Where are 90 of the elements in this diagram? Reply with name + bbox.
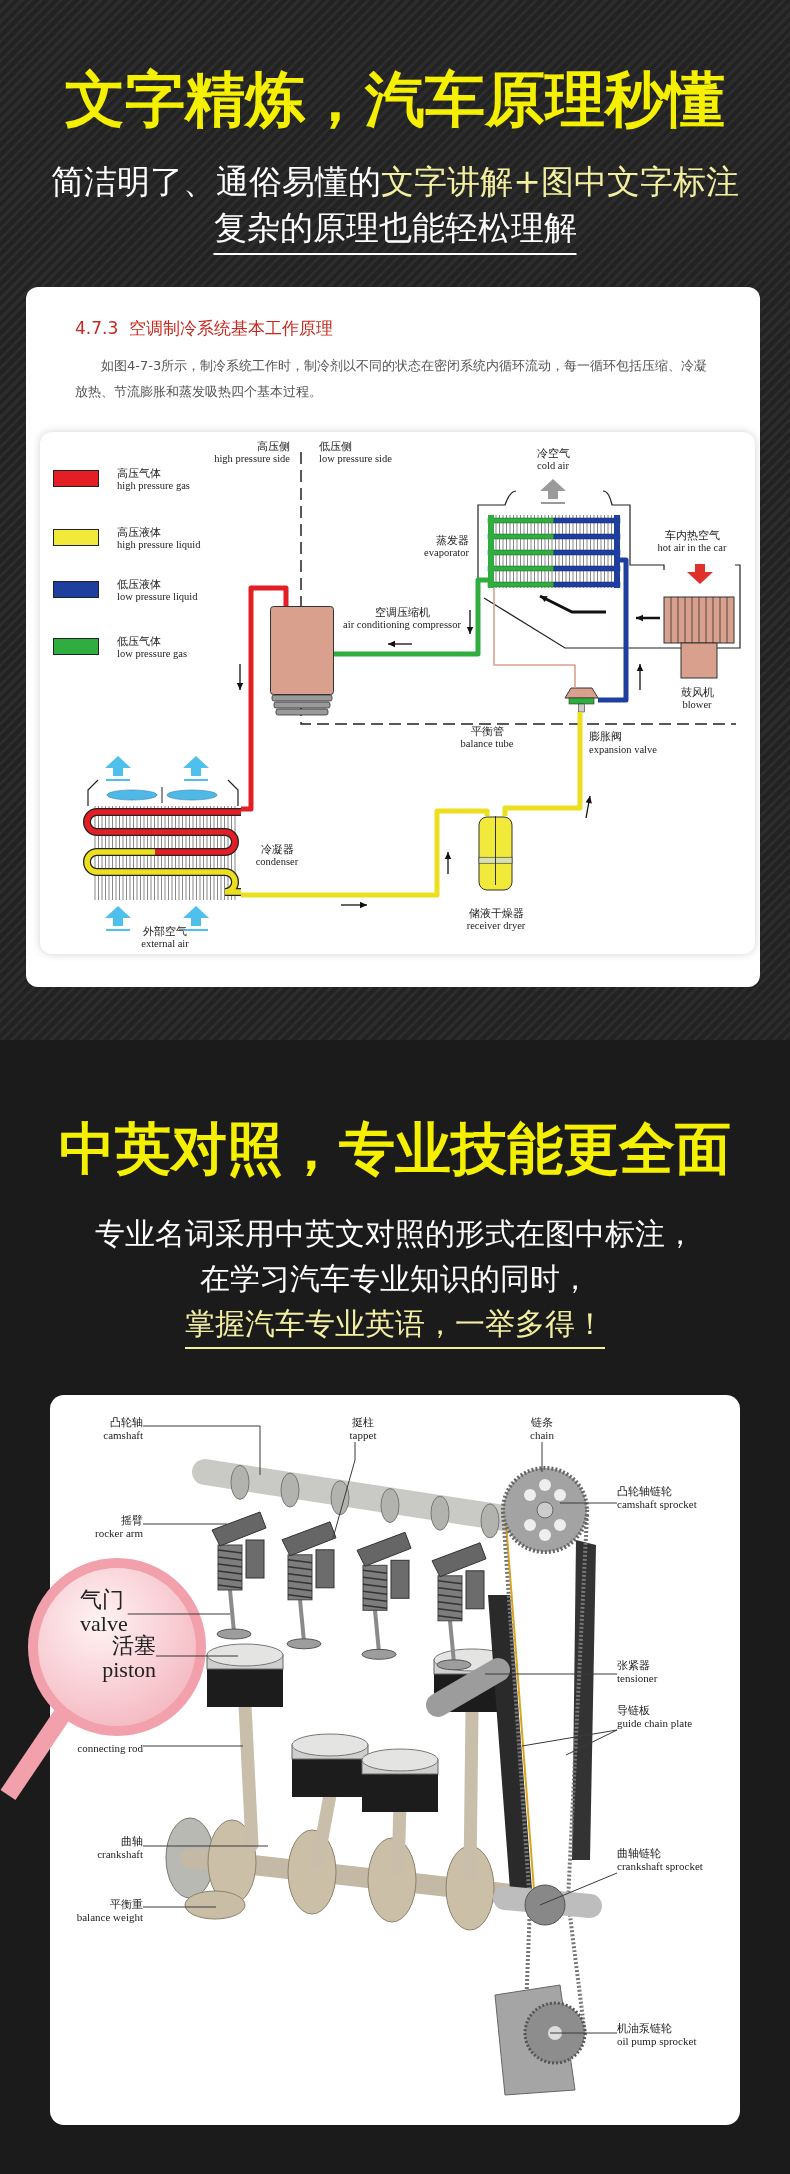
callout-text: rocker arm — [95, 1527, 143, 1540]
evaporator-coil — [488, 515, 620, 588]
leader-line — [559, 1502, 618, 1504]
callout-text: crankshaft sprocket — [617, 1860, 703, 1873]
part-label: air conditioning compressor — [343, 619, 461, 631]
leader-line — [127, 1613, 231, 1615]
subtitle-text: 复杂的原理也能轻松理解 — [213, 206, 577, 255]
callout-text: 活塞 — [111, 1634, 156, 1658]
leader-line — [332, 1441, 356, 1539]
callout-text: camshaft — [103, 1429, 143, 1442]
leader-line — [142, 1745, 244, 1747]
callout-text: 链条 — [530, 1416, 554, 1429]
callout-text: 平衡重 — [109, 1898, 143, 1911]
leader-line — [142, 1425, 261, 1476]
leader-line — [484, 1673, 618, 1675]
part-label: 储液干燥器 — [468, 908, 524, 920]
callout-text: 张紧器 — [617, 1659, 651, 1672]
part-label: expansion valve — [589, 744, 657, 756]
expansion-valve — [565, 688, 598, 712]
legend-text: 高压液体 high pressure liquid — [117, 527, 201, 551]
callout-text: piston — [102, 1658, 156, 1682]
callout-text: oil pump sprocket — [617, 2035, 697, 2048]
diagram-label: 冷空气 — [536, 448, 570, 460]
part-label: blower — [682, 699, 712, 711]
callout-text: chain — [530, 1429, 554, 1442]
refrigerant-pipe — [334, 577, 488, 657]
callout-text: 曲轴链轮 — [617, 1847, 662, 1860]
subtitle-text: 简洁明了、通俗易懂的 — [51, 162, 382, 201]
part-label: 鼓风机 — [680, 687, 714, 699]
part-label: evaporator — [424, 547, 469, 559]
callout-text: 机油泵链轮 — [617, 2022, 673, 2035]
compressor — [270, 606, 334, 718]
condenser-coil — [85, 806, 241, 900]
refrigerant-pipe — [502, 712, 583, 816]
leader-line — [521, 1729, 618, 1747]
leader-line — [142, 1906, 217, 1908]
subtitle-text: 在学习汽车专业知识的同时， — [200, 1260, 590, 1298]
callout-text: balance weight — [76, 1911, 143, 1924]
leader-line — [541, 1441, 543, 1473]
callout-text: 凸轮轴链轮 — [617, 1485, 673, 1498]
diagram-label: external air — [141, 938, 189, 950]
legend-text: 低压液体 low pressure liquid — [117, 579, 198, 603]
part-label: 冷凝器 — [260, 844, 294, 856]
callout-text: 气门 — [80, 1588, 125, 1612]
refrigerant-pipe — [598, 557, 629, 703]
diagram-label: 外部空气 — [143, 926, 187, 938]
callout-text: 曲轴 — [120, 1835, 143, 1848]
diagram-label: cold air — [537, 460, 569, 472]
page-title: 文字精炼，汽车原理秒懂 — [65, 63, 725, 136]
legend-text: 低压气体 low pressure gas — [117, 636, 187, 660]
diagram-label: high pressure side — [214, 453, 290, 465]
diagram-label: 车内热空气 — [664, 530, 720, 542]
callout-text: 导链板 — [617, 1704, 651, 1717]
diagram-label: low pressure side — [319, 453, 392, 465]
callout-text: guide chain plate — [617, 1717, 693, 1730]
callout-text: crankshaft — [97, 1848, 143, 1861]
leader-line — [549, 2032, 618, 2034]
section-title: 中英对照，专业技能更全面 — [59, 1115, 731, 1183]
section-heading: 4.7.3 空调制冷系统基本工作原理 — [75, 317, 334, 340]
receiver-dryer — [478, 816, 513, 891]
callout-text: 挺柱 — [351, 1416, 375, 1429]
callout-text: tappet — [349, 1429, 377, 1442]
subtitle-text: 掌握汽车专业英语，一举多得！ — [185, 1304, 605, 1349]
body-paragraph: 如图4-7-3所示，制冷系统工作时，制冷剂以不同的状态在密闭系统内循环流动，每一循环包括压缩、冷凝放热、节流膨胀和蒸发吸热四个基本过程。 — [75, 357, 709, 401]
diagram-label: 低压侧 — [319, 441, 352, 453]
leader-line — [539, 1872, 618, 1906]
refrigerant-pipe — [241, 808, 490, 898]
diagram-label: hot air in the car — [657, 542, 727, 554]
callout-text: valve — [80, 1612, 128, 1636]
leader-line — [155, 1655, 239, 1657]
part-label: receiver dryer — [466, 920, 526, 932]
diagram-label: balance tube — [460, 738, 514, 750]
balance-tube — [493, 587, 576, 689]
diagram-label: 高压侧 — [257, 441, 290, 453]
subtitle-text: 专业名词采用中英文对照的形式在图中标注， — [95, 1215, 695, 1253]
leader-line — [565, 1729, 618, 1756]
part-label: 蒸发器 — [436, 535, 469, 547]
legend-text: 高压气体 high pressure gas — [117, 468, 190, 492]
callout-text: camshaft sprocket — [617, 1498, 697, 1511]
part-label: condenser — [255, 856, 299, 868]
callout-text: connecting rod — [77, 1742, 143, 1755]
callout-text: 摇臂 — [120, 1514, 143, 1527]
refrigerant-pipe — [241, 585, 289, 812]
part-label: 膨胀阀 — [589, 731, 622, 743]
leader-line — [142, 1523, 228, 1525]
callout-text: tensioner — [617, 1672, 658, 1685]
part-label: 空调压缩机 — [374, 607, 430, 619]
subtitle-text: 文字讲解+图中文字标注 — [381, 162, 739, 201]
diagram-label: 平衡管 — [470, 726, 504, 738]
callout-text: 凸轮轴 — [109, 1416, 143, 1429]
